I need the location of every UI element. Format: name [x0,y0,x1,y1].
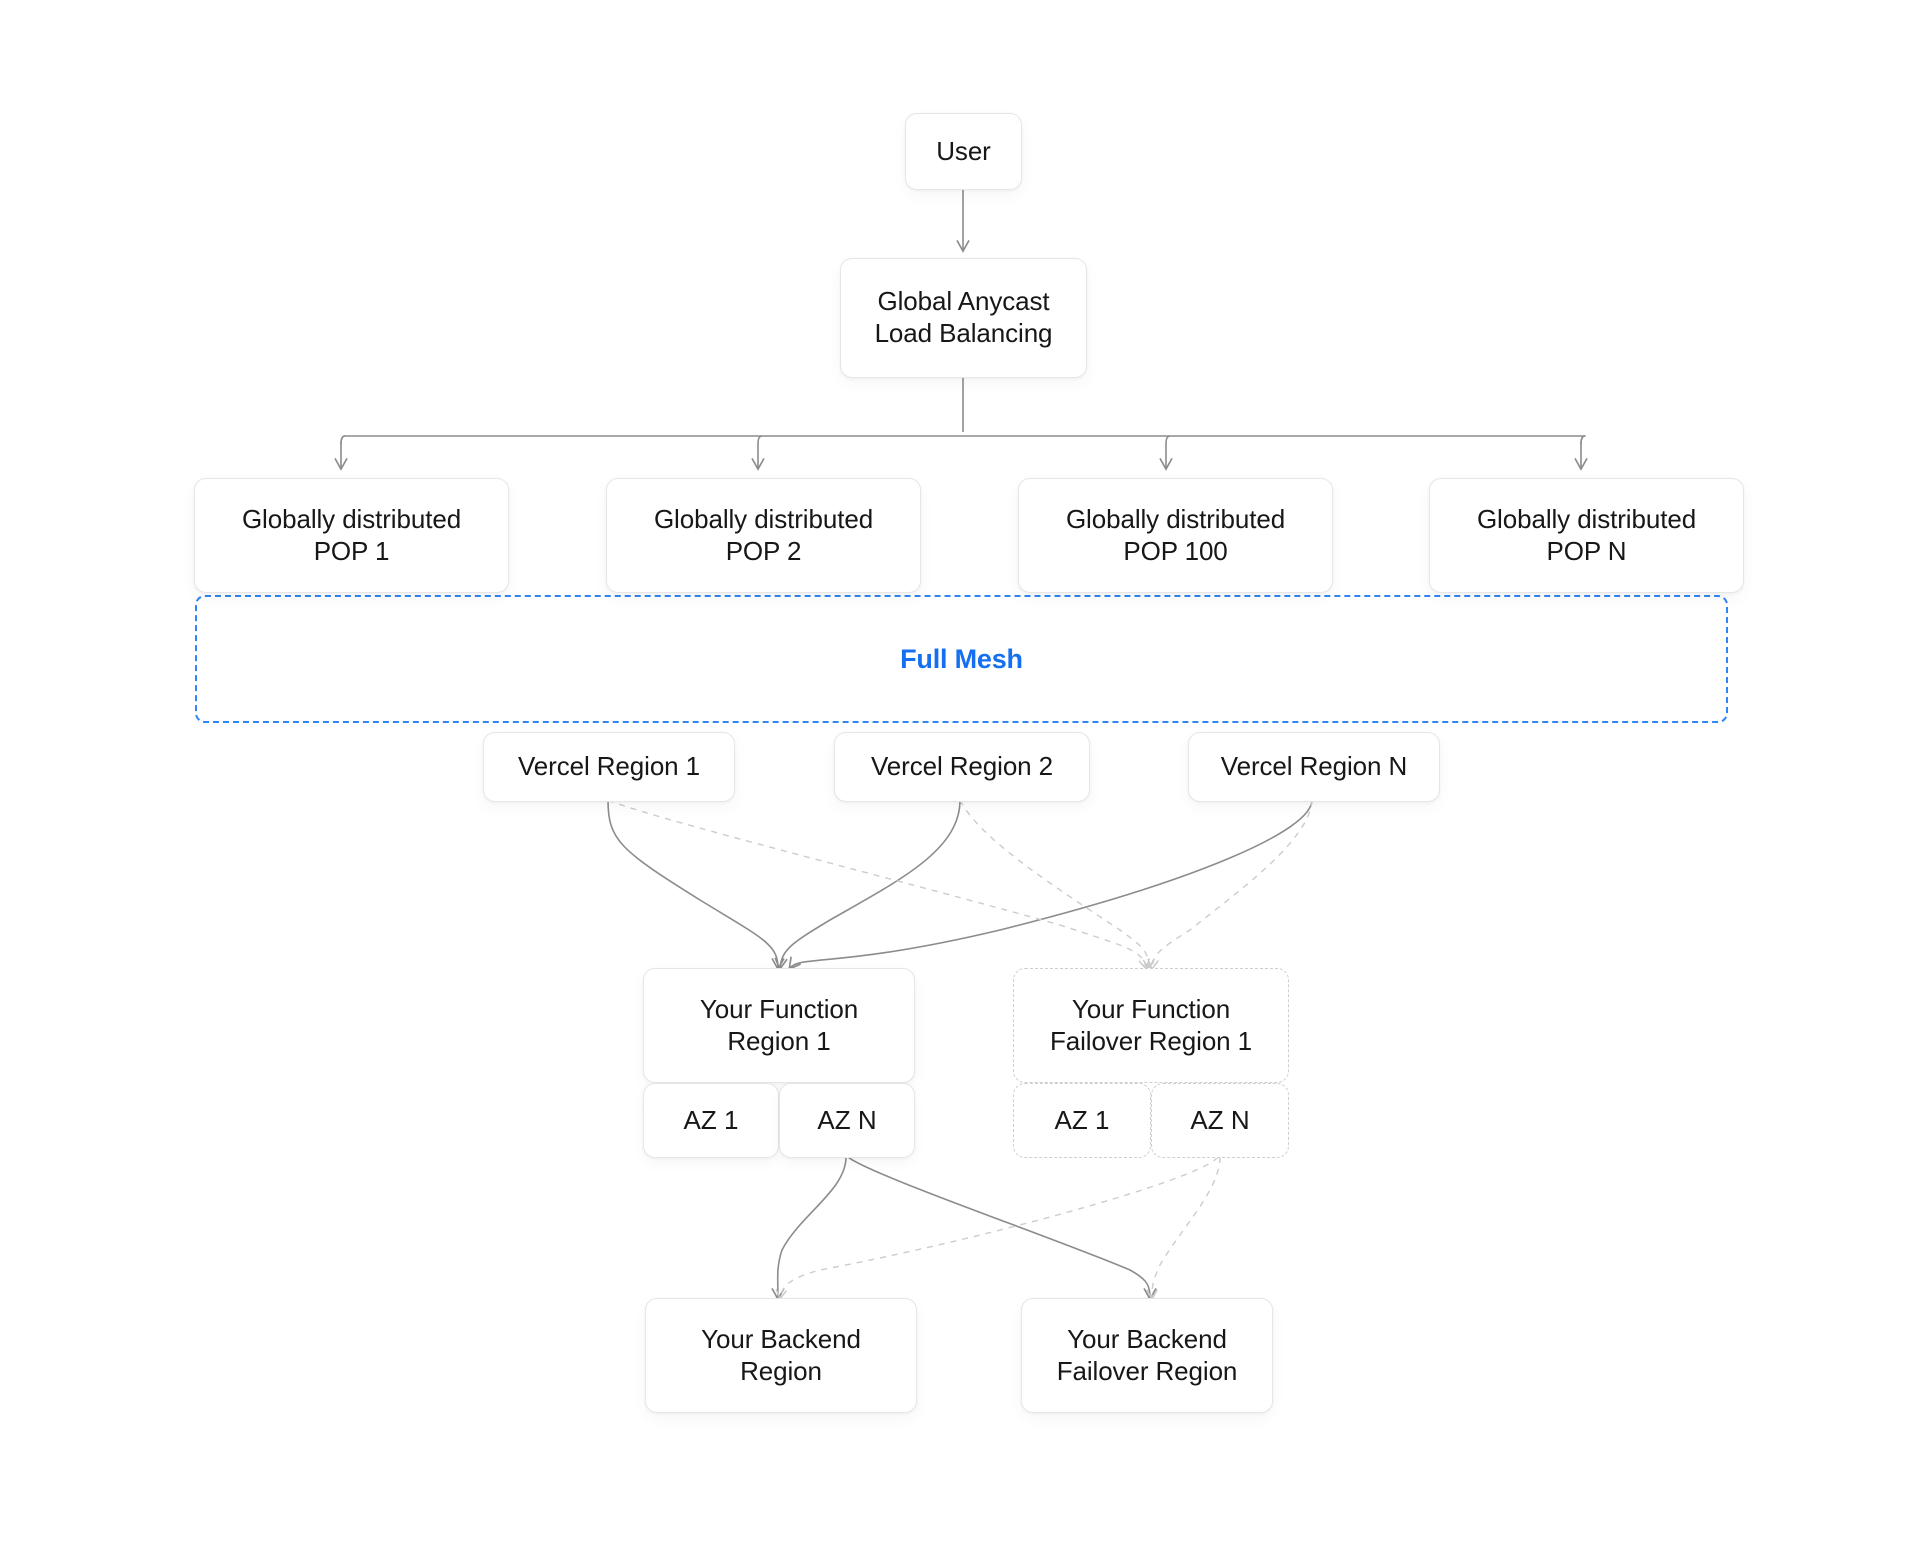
node-az-n-failover[interactable]: AZ N [1151,1083,1289,1158]
node-pop-2-line2: POP 2 [725,535,802,566]
node-pop-2[interactable]: Globally distributed POP 2 [606,478,921,593]
node-pop-1-line1: Globally distributed [241,503,462,534]
node-user[interactable]: User [905,113,1022,190]
node-your-backend-region[interactable]: Your Backend Region [645,1298,917,1413]
node-global-anycast-load-balancing[interactable]: Global Anycast Load Balancing [840,258,1087,378]
node-pop-100-line2: POP 100 [1123,535,1228,566]
node-vercel-region-1[interactable]: Vercel Region 1 [483,732,735,802]
node-pop-n-line1: Globally distributed [1476,503,1697,534]
node-az-n-primary[interactable]: AZ N [779,1083,915,1158]
node-backend-region-line1: Your Backend [701,1323,861,1354]
node-backend-failover-region-line2: Failover Region [1056,1355,1238,1386]
node-function-failover-region-1-line2: Failover Region 1 [1049,1025,1253,1056]
node-pop-1[interactable]: Globally distributed POP 1 [194,478,509,593]
node-function-region-1-line1: Your Function [699,993,859,1024]
node-user-label: User [936,135,991,166]
node-vercel-region-2[interactable]: Vercel Region 2 [834,732,1090,802]
node-vercel-region-n-label: Vercel Region N [1220,751,1408,782]
node-backend-failover-region-line1: Your Backend [1067,1323,1227,1354]
node-az-n-primary-label: AZ N [817,1105,877,1135]
group-full-mesh: Full Mesh [195,595,1728,723]
node-pop-1-line2: POP 1 [313,535,390,566]
node-function-region-1-line2: Region 1 [727,1025,831,1056]
node-anycast-line2: Load Balancing [874,318,1053,348]
node-pop-n[interactable]: Globally distributed POP N [1429,478,1744,593]
node-backend-region-line2: Region [740,1355,822,1386]
node-vercel-region-1-label: Vercel Region 1 [517,751,701,782]
node-vercel-region-n[interactable]: Vercel Region N [1188,732,1440,802]
node-pop-100-line1: Globally distributed [1065,503,1286,534]
node-pop-100[interactable]: Globally distributed POP 100 [1018,478,1333,593]
node-az-1-primary[interactable]: AZ 1 [643,1083,779,1158]
full-mesh-label: Full Mesh [900,643,1023,674]
node-your-function-region-1[interactable]: Your Function Region 1 [643,968,915,1083]
node-az-1-primary-label: AZ 1 [683,1105,739,1135]
node-vercel-region-2-label: Vercel Region 2 [870,751,1054,782]
node-anycast-line1: Global Anycast [877,286,1050,317]
node-pop-n-line2: POP N [1546,535,1627,566]
node-az-1-failover-label: AZ 1 [1054,1105,1110,1135]
node-your-function-failover-region-1[interactable]: Your Function Failover Region 1 [1013,968,1289,1083]
node-pop-2-line1: Globally distributed [653,503,874,534]
node-your-backend-failover-region[interactable]: Your Backend Failover Region [1021,1298,1273,1413]
node-az-1-failover[interactable]: AZ 1 [1013,1083,1151,1158]
node-az-n-failover-label: AZ N [1190,1105,1250,1135]
node-function-failover-region-1-line1: Your Function [1071,993,1231,1024]
